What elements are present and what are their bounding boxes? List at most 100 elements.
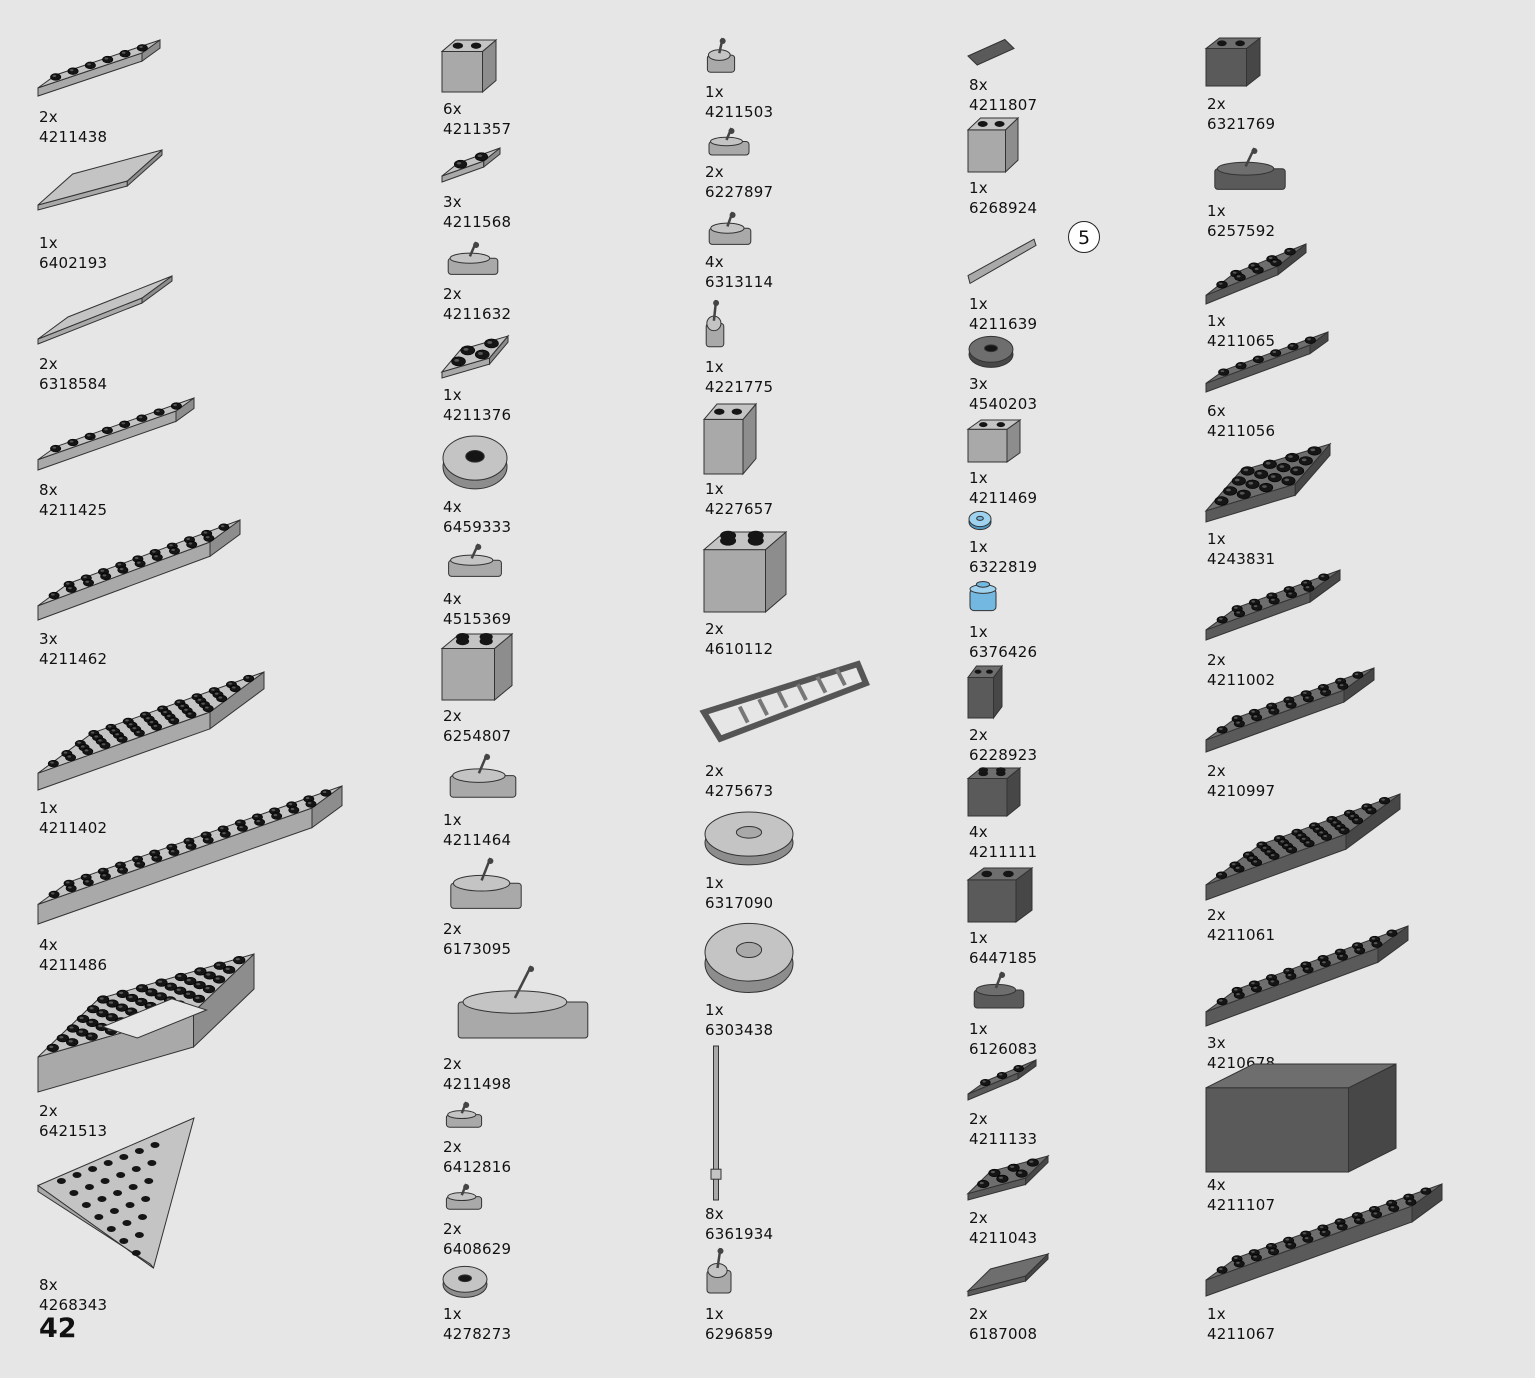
part-quantity: 3x: [969, 375, 988, 393]
part-quantity: 4x: [705, 253, 724, 271]
lever-base-icon: [704, 299, 726, 352]
plate-2x2-pin-icon: [440, 334, 510, 380]
technic-frame-6x8-icon: [37, 952, 255, 1094]
plate-clip-icon: [704, 211, 756, 248]
part-item: [1205, 569, 1341, 642]
part-quantity: 2x: [705, 163, 724, 181]
part-label: 2x 4211061: [1207, 905, 1275, 945]
step-callout: 5: [1068, 221, 1100, 253]
part-quantity: 4x: [443, 590, 462, 608]
clip-bar-icon: [704, 127, 754, 158]
part-item: [1206, 147, 1294, 194]
part-item: [1205, 925, 1409, 1028]
part-element-id: 4540203: [969, 395, 1038, 413]
part-label: 6x 4211357: [443, 99, 511, 139]
part-element-id: 4268343: [39, 1296, 108, 1314]
tile-rounded-icon: [442, 1101, 486, 1130]
part-quantity: 2x: [443, 1138, 462, 1156]
part-element-id: 4211111: [969, 843, 1038, 861]
part-label: 3x 4540203: [969, 374, 1037, 414]
part-element-id: 4211357: [443, 120, 512, 138]
part-element-id: 4211464: [443, 831, 512, 849]
part-item: [967, 234, 1068, 286]
part-item: [966, 116, 1020, 174]
part-quantity: 3x: [1207, 1034, 1226, 1052]
part-element-id: 4610112: [705, 640, 774, 658]
tile-6x6-icon: [37, 148, 163, 212]
part-quantity: 8x: [39, 1276, 58, 1294]
part-element-id: 6303438: [705, 1021, 774, 1039]
part-item: [1204, 36, 1262, 88]
part-element-id: 4211503: [705, 103, 774, 121]
plate-rail-icon: [442, 965, 604, 1046]
round-container-icon: [704, 918, 794, 994]
part-item: [37, 148, 163, 212]
plate-1x8-icon: [37, 397, 195, 472]
part-quantity: 4x: [443, 498, 462, 516]
part-element-id: 4227657: [705, 500, 774, 518]
part-quantity: 2x: [443, 707, 462, 725]
container-box-icon: [702, 530, 788, 614]
part-item: [967, 38, 1015, 68]
part-quantity: 2x: [1207, 906, 1226, 924]
round-plate-studs-icon: [968, 334, 1014, 368]
part-quantity: 3x: [443, 193, 462, 211]
part-element-id: 4211438: [39, 128, 108, 146]
part-quantity: 2x: [1207, 651, 1226, 669]
part-quantity: 8x: [39, 481, 58, 499]
part-quantity: 3x: [39, 630, 58, 648]
part-item: [440, 38, 498, 94]
part-item: [966, 867, 1034, 923]
part-item: [1205, 667, 1375, 754]
part-item: [966, 419, 1022, 463]
part-item: [442, 753, 524, 802]
plate-2x8-dark-icon: [1205, 667, 1375, 754]
part-quantity: 2x: [705, 762, 724, 780]
plate-4x8-dark-icon: [1205, 793, 1401, 902]
slope-bracket-icon: [440, 38, 498, 94]
antenna-bar-icon: [704, 1045, 728, 1201]
part-item: [442, 543, 508, 580]
part-element-id: 4211061: [1207, 926, 1276, 944]
part-quantity: 4x: [969, 823, 988, 841]
part-item: [37, 671, 265, 792]
brick-1x8-dark-icon: [1205, 1063, 1397, 1173]
part-element-id: 6321769: [1207, 115, 1276, 133]
part-element-id: 6318584: [39, 375, 108, 393]
part-item: [702, 530, 788, 614]
part-quantity: 6x: [443, 100, 462, 118]
brick-side-stud-icon: [1204, 36, 1262, 88]
part-quantity: 2x: [39, 355, 58, 373]
part-element-id: 4275673: [705, 782, 774, 800]
lightsaber-hilt-icon: [704, 37, 738, 76]
part-quantity: 2x: [443, 1055, 462, 1073]
part-quantity: 1x: [969, 623, 988, 641]
part-element-id: 4211107: [1207, 1196, 1276, 1214]
round-plate-bars-icon: [442, 432, 508, 490]
wedge-plate-icon: [36, 1117, 195, 1269]
part-quantity: 1x: [705, 874, 724, 892]
part-quantity: 4x: [39, 936, 58, 954]
part-item: [702, 402, 758, 476]
part-item: [704, 1247, 734, 1298]
tile-2x4-dark-icon: [966, 1252, 1050, 1298]
part-label: 4x 4211111: [969, 822, 1037, 862]
part-quantity: 2x: [969, 1110, 988, 1128]
part-item: [1205, 793, 1401, 902]
part-quantity: 2x: [1207, 95, 1226, 113]
plate-1x3-dark-icon: [967, 1059, 1037, 1102]
